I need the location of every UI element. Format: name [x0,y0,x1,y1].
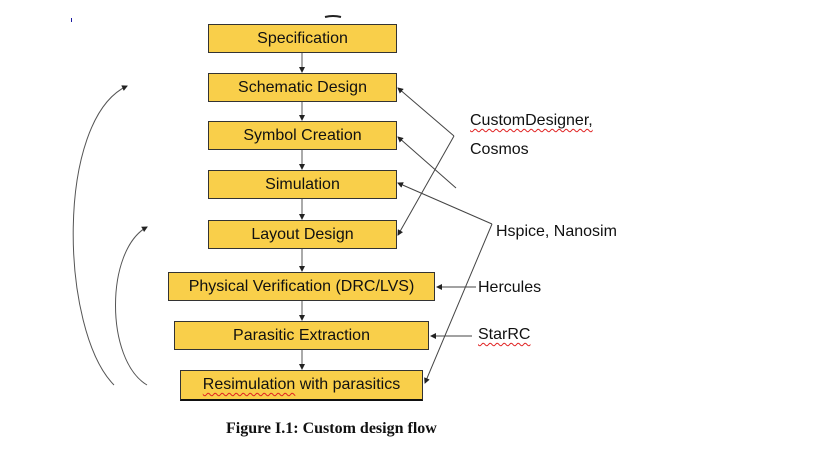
step-label: Physical Verification (DRC/LVS) [188,277,415,295]
step-schematic-design: Schematic Design [208,73,397,102]
step-label-rest: with parasitics [295,376,401,393]
tool-label: StarRC [478,326,531,343]
tool-arrow-symbol [397,136,457,189]
step-resimulation: Resimulation with parasitics [180,370,423,401]
step-simulation: Simulation [208,170,397,199]
tool-starrc: StarRC [478,326,530,344]
text-cursor [71,18,72,22]
step-label: Layout Design [251,225,354,243]
step-parasitic-extraction: Parasitic Extraction [174,321,429,350]
tool-label: CustomDesigner, [470,112,593,129]
step-physical-verification: Physical Verification (DRC/LVS) [168,272,435,301]
step-label: Schematic Design [238,78,367,96]
tool-customdesigner: CustomDesigner, [470,112,593,130]
step-label-underlined: Resimulation [202,376,296,393]
tool-label: Hercules [478,279,542,296]
step-label: Parasitic Extraction [233,326,370,344]
tool-cosmos: Cosmos [470,141,529,159]
tool-label: Hspice, Nanosim [496,223,617,240]
step-label: Simulation [265,175,340,193]
step-label: Specification [257,29,348,47]
figure-caption: Figure I.1: Custom design flow [226,420,437,437]
tool-arrow-schematic [397,87,455,137]
feedback-loop-inner [115,226,148,386]
step-layout-design: Layout Design [208,220,397,249]
tool-hspice-nanosim: Hspice, Nanosim [496,223,617,241]
step-specification: Specification [208,24,397,53]
tool-arrow-resimulation [424,223,493,384]
step-label: Symbol Creation [243,126,362,144]
tool-arrow-simulation [397,182,493,225]
step-symbol-creation: Symbol Creation [208,121,397,150]
tool-hercules: Hercules [478,279,541,297]
tool-label: Cosmos [470,141,529,158]
feedback-loop-outer [72,85,128,386]
decoration-mark [324,15,342,18]
tool-arrow-layout [397,135,455,236]
